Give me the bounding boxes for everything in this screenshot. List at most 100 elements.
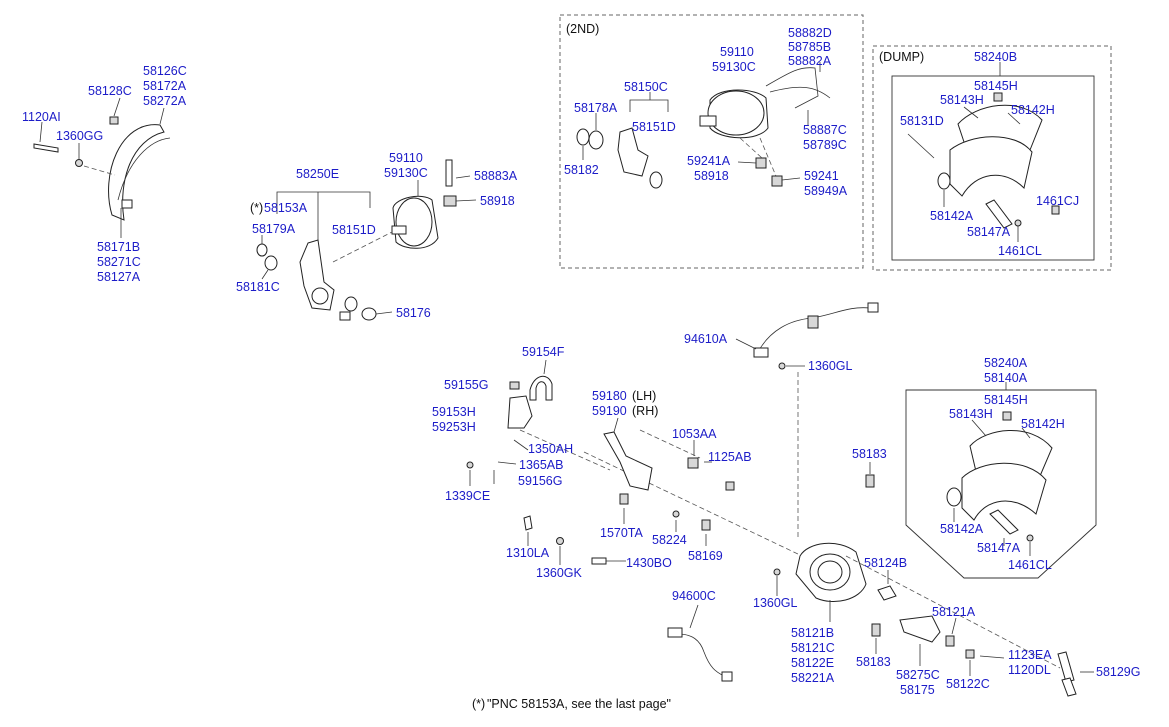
label-59180[interactable]: 59180 — [592, 389, 627, 403]
label-59130C-2nd[interactable]: 59130C — [712, 60, 756, 74]
label-58171B[interactable]: 58171B — [97, 240, 140, 254]
label-58172A[interactable]: 58172A — [143, 79, 187, 93]
label-1430BO[interactable]: 1430BO — [626, 556, 672, 570]
label-58275C[interactable]: 58275C — [896, 668, 940, 682]
label-1120AI[interactable]: 1120AI — [22, 110, 61, 124]
label-58918-2nd[interactable]: 58918 — [694, 169, 729, 183]
label-1365AB[interactable]: 1365AB — [519, 458, 563, 472]
label-58182[interactable]: 58182 — [564, 163, 599, 177]
label-58882A[interactable]: 58882A — [788, 54, 832, 68]
label-58143H-dump[interactable]: 58143H — [940, 93, 984, 107]
label-59241A[interactable]: 59241A — [687, 154, 731, 168]
label-1053AA[interactable]: 1053AA — [672, 427, 717, 441]
label-1570TA[interactable]: 1570TA — [600, 526, 644, 540]
label-58153A[interactable]: 58153A — [264, 201, 308, 215]
label-58142A[interactable]: 58142A — [940, 522, 984, 536]
label-58183-lower[interactable]: 58183 — [856, 655, 891, 669]
label-59155G[interactable]: 59155G — [444, 378, 488, 392]
label-58142H[interactable]: 58142H — [1021, 417, 1065, 431]
label-58789C[interactable]: 58789C — [803, 138, 847, 152]
label-58145H[interactable]: 58145H — [984, 393, 1028, 407]
label-59156G[interactable]: 59156G — [518, 474, 562, 488]
label-59154F[interactable]: 59154F — [522, 345, 565, 359]
label-58121B[interactable]: 58121B — [791, 626, 834, 640]
label-58883A[interactable]: 58883A — [474, 169, 518, 183]
label-58181C[interactable]: 58181C — [236, 280, 280, 294]
label-58224[interactable]: 58224 — [652, 533, 687, 547]
label-94600C[interactable]: 94600C — [672, 589, 716, 603]
label-58175[interactable]: 58175 — [900, 683, 935, 697]
label-58143H[interactable]: 58143H — [949, 407, 993, 421]
label-58183-upper[interactable]: 58183 — [852, 447, 887, 461]
label-1360GG[interactable]: 1360GG — [56, 129, 103, 143]
label-1461CJ[interactable]: 1461CJ — [1036, 194, 1079, 208]
shoe-lower-58142H-drawing — [961, 462, 1047, 521]
label-1123EA[interactable]: 1123EA — [1008, 648, 1052, 662]
label-59130C-main[interactable]: 59130C — [384, 166, 428, 180]
label-58151D-main[interactable]: 58151D — [332, 223, 376, 237]
label-59241[interactable]: 59241 — [804, 169, 839, 183]
label-58124B[interactable]: 58124B — [864, 556, 907, 570]
label-58142A-dump[interactable]: 58142A — [930, 209, 974, 223]
label-58272A[interactable]: 58272A — [143, 94, 187, 108]
label-58140A[interactable]: 58140A — [984, 371, 1028, 385]
label-58121C[interactable]: 58121C — [791, 641, 835, 655]
bolt-1570TA-drawing — [619, 493, 629, 505]
label-1360GL-lower[interactable]: 1360GL — [753, 596, 798, 610]
label-1120DL[interactable]: 1120DL — [1008, 663, 1051, 677]
label-1360GK[interactable]: 1360GK — [536, 566, 583, 580]
label-58179A[interactable]: 58179A — [252, 222, 296, 236]
label-59190[interactable]: 59190 — [592, 404, 627, 418]
label-58126C[interactable]: 58126C — [143, 64, 187, 78]
label-58178A[interactable]: 58178A — [574, 101, 618, 115]
label-1125AB[interactable]: 1125AB — [708, 450, 752, 464]
label-58918-main[interactable]: 58918 — [480, 194, 515, 208]
label-1360GL-upper[interactable]: 1360GL — [808, 359, 853, 373]
label-1350AH[interactable]: 1350AH — [528, 442, 573, 456]
footnote-asterisk: (*) — [472, 697, 485, 711]
label-58128C[interactable]: 58128C — [88, 84, 132, 98]
label-58147A[interactable]: 58147A — [977, 541, 1021, 555]
label-58147A-dump[interactable]: 58147A — [967, 225, 1011, 239]
label-58169[interactable]: 58169 — [688, 549, 723, 563]
label-58221A[interactable]: 58221A — [791, 671, 835, 685]
label-1461CL-dump[interactable]: 1461CL — [998, 244, 1042, 258]
plate-1053AA-drawing — [687, 457, 699, 469]
label-58127A[interactable]: 58127A — [97, 270, 141, 284]
label-58142H-dump[interactable]: 58142H — [1011, 103, 1055, 117]
label-59153H[interactable]: 59153H — [432, 405, 476, 419]
dump-group-parts — [907, 62, 1060, 242]
bolt-1123EA-drawing — [979, 655, 1005, 659]
label-58145H-dump[interactable]: 58145H — [974, 79, 1018, 93]
label-58122E[interactable]: 58122E — [791, 656, 834, 670]
label-58949A[interactable]: 58949A — [804, 184, 848, 198]
rh-marker: (RH) — [632, 404, 658, 418]
label-1339CE[interactable]: 1339CE — [445, 489, 490, 503]
label-59110-2nd[interactable]: 59110 — [720, 45, 754, 59]
bracket-group — [466, 359, 801, 556]
label-58240B[interactable]: 58240B — [974, 50, 1017, 64]
label-58887C[interactable]: 58887C — [803, 123, 847, 137]
dump-group-label: (DUMP) — [879, 50, 924, 64]
label-59253H[interactable]: 59253H — [432, 420, 476, 434]
label-58882D[interactable]: 58882D — [788, 26, 832, 40]
label-1310LA[interactable]: 1310LA — [506, 546, 550, 560]
pin-58131D-drawing — [907, 133, 935, 159]
label-58150C[interactable]: 58150C — [624, 80, 668, 94]
label-58122C[interactable]: 58122C — [946, 677, 990, 691]
label-58250E[interactable]: 58250E — [296, 167, 339, 181]
label-58176[interactable]: 58176 — [396, 306, 431, 320]
slack-adjuster-2nd-drawing — [617, 127, 649, 177]
sensor-head-94600C — [667, 627, 683, 638]
label-58785B[interactable]: 58785B — [788, 40, 831, 54]
label-58129G[interactable]: 58129G — [1096, 665, 1140, 679]
label-58131D[interactable]: 58131D — [900, 114, 944, 128]
label-58240A[interactable]: 58240A — [984, 356, 1028, 370]
label-59110-main[interactable]: 59110 — [389, 151, 423, 165]
label-58271C[interactable]: 58271C — [97, 255, 141, 269]
label-1461CL[interactable]: 1461CL — [1008, 558, 1052, 572]
label-94610A[interactable]: 94610A — [684, 332, 728, 346]
label-58151D-2nd[interactable]: 58151D — [632, 120, 676, 134]
label-58121A[interactable]: 58121A — [932, 605, 976, 619]
